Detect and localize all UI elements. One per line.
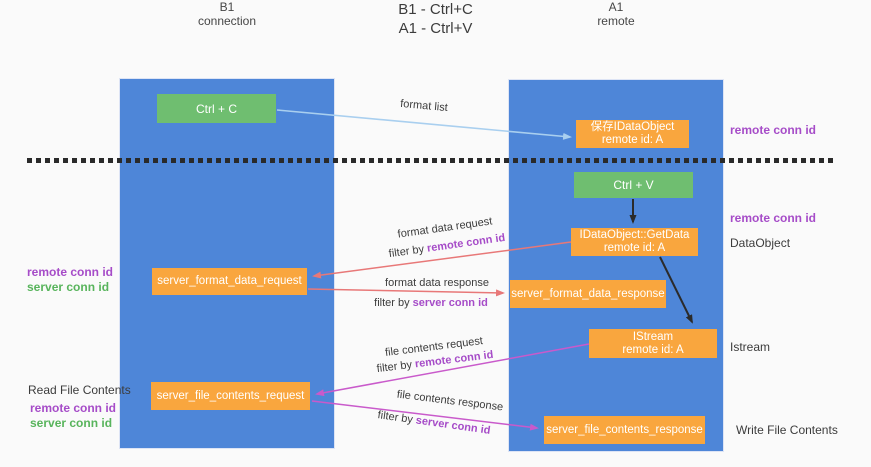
server-conn-id-text: server conn id [415, 414, 492, 437]
istream-line1: IStream [632, 330, 674, 343]
server-format-data-request-label: server_format_data_request [157, 275, 302, 287]
filter-by-text: filter by [376, 358, 413, 376]
read-file-contents-label: Read File Contents [28, 383, 131, 397]
left-column-name: B1 [219, 0, 235, 14]
server-format-data-response-box: server_format_data_response [510, 280, 666, 308]
dataobject-label: DataObject [730, 236, 791, 250]
right-column-header: A1 remote [508, 0, 724, 28]
diagram-title: B1 - Ctrl+C A1 - Ctrl+V [0, 0, 871, 38]
getdata-line1: IDataObject::GetData [579, 229, 690, 241]
right-remote-conn-id-label-2: remote conn id [730, 211, 817, 225]
server-conn-id-text: server conn id [412, 297, 488, 309]
left-remote-conn-id-label-2: remote conn id [30, 401, 117, 415]
file-contents-response-filter-label: filter by server conn id [377, 409, 491, 437]
left-remote-conn-id-label-1: remote conn id [27, 265, 114, 279]
ctrl-c-box: Ctrl + C [157, 94, 276, 123]
filter-by-text: filter by [376, 409, 414, 426]
istream-line2: remote id: A [622, 343, 684, 356]
getdata-line2: remote id: A [603, 242, 666, 254]
title-line-2: A1 - Ctrl+V [398, 20, 473, 37]
server-format-data-response-label: server_format_data_response [511, 287, 665, 300]
save-dataobject-line1: 保存IDataObject [590, 121, 675, 133]
ctrl-c-label: Ctrl + C [195, 101, 237, 116]
server-format-data-request-box: server_format_data_request [152, 268, 307, 295]
filter-by-text: filter by [374, 297, 410, 309]
format-data-response-filter-label: filter by server conn id [374, 297, 488, 309]
left-server-conn-id-label-1: server conn id [27, 280, 110, 294]
write-file-contents-label: Write File Contents [736, 423, 838, 437]
istream-side-label: Istream [730, 340, 771, 354]
file-contents-response-label: file contents response [396, 388, 504, 414]
ctrl-v-box: Ctrl + V [574, 172, 693, 198]
server-file-contents-response-label: server_file_contents_response [546, 423, 703, 436]
right-column-name: A1 [608, 0, 624, 14]
right-column-role: remote [597, 14, 635, 28]
format-data-response-arrow [307, 288, 505, 297]
format-list-label: format list [399, 97, 449, 115]
ctrl-v-label: Ctrl + V [613, 178, 654, 192]
left-column-role: connection [197, 14, 257, 28]
istream-box: IStream remote id: A [589, 329, 717, 358]
left-conn-id-pair-2: remote conn id server conn id [30, 401, 116, 431]
save-dataobject-line2: remote id: A [601, 134, 664, 146]
title-line-1: B1 - Ctrl+C [398, 1, 473, 18]
right-remote-conn-id-label-1: remote conn id [730, 123, 817, 137]
left-conn-id-pair-1: remote conn id server conn id [27, 265, 113, 295]
filter-by-text: filter by [388, 243, 425, 261]
left-column-header: B1 connection [119, 0, 335, 28]
server-file-contents-request-label: server_file_contents_request [156, 389, 305, 402]
session-divider-dashed-line [27, 158, 833, 163]
remote-conn-id-text: remote conn id [426, 231, 506, 255]
server-file-contents-request-box: server_file_contents_request [151, 382, 310, 410]
server-file-contents-response-box: server_file_contents_response [544, 416, 705, 444]
format-data-response-label: format data response [385, 277, 489, 289]
left-server-conn-id-label-2: server conn id [30, 416, 113, 430]
getdata-box: IDataObject::GetData remote id: A [571, 228, 698, 256]
save-dataobject-box: 保存IDataObject remote id: A [576, 120, 689, 148]
